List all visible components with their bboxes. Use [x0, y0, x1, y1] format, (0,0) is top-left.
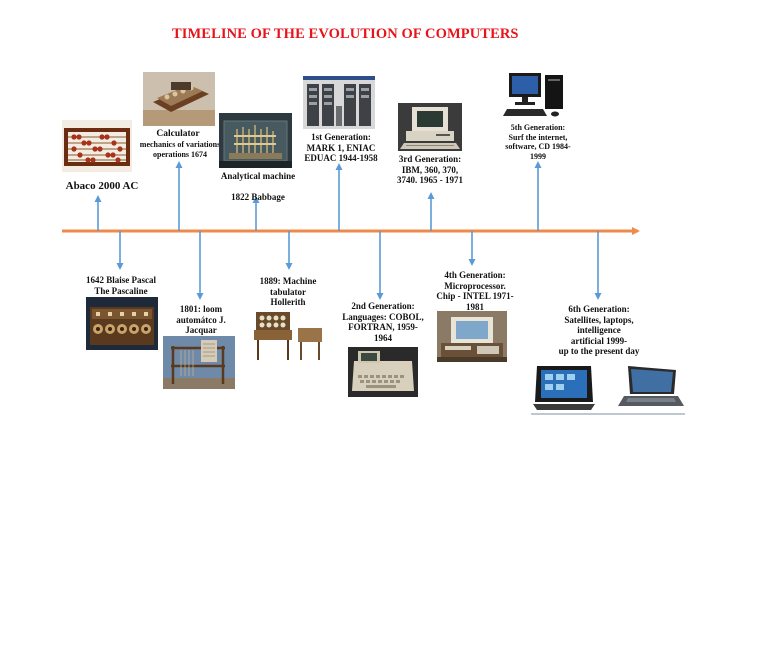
label-abaco: Abaco 2000 AC — [65, 180, 139, 192]
calculator-image — [143, 72, 215, 126]
jacquard-loom-image — [163, 336, 235, 389]
microcomputer-image — [437, 311, 507, 362]
desktop-computer-image — [503, 69, 569, 119]
laptop-image — [618, 364, 684, 410]
tablet-image — [531, 362, 597, 412]
analytical-machine-image — [219, 113, 292, 168]
label-calculator-detail: mechanics of variations operations 1674 — [139, 140, 221, 159]
label-gen2: 2nd Generation: Languages: COBOL, FORTRA… — [342, 301, 424, 343]
label-gen4: 4th Generation: Microprocessor. Chip - I… — [436, 270, 514, 312]
abacus-image — [62, 120, 132, 172]
terminal-image — [348, 347, 418, 397]
label-gen3: 3rd Generation: IBM, 360, 370, 3740. 196… — [397, 154, 463, 185]
label-gen1: 1st Generation: MARK 1, ENIAC EDUAC 1944… — [304, 132, 378, 163]
ibm-pc-image — [398, 103, 462, 151]
label-calculator-title: Calculator — [156, 129, 200, 139]
label-pascal: 1642 Blaise Pascal The Pascaline — [86, 275, 156, 296]
page-title: TIMELINE OF THE EVOLUTION OF COMPUTERS — [172, 26, 519, 42]
pascaline-image — [86, 297, 158, 350]
label-gen5: 5th Generation: Surf the internet, softw… — [505, 123, 571, 161]
label-analytical: Analytical machine 1822 Babbage — [220, 171, 296, 202]
label-gen6: 6th Generation: Satellites, laptops, int… — [558, 304, 640, 356]
mainframe-image — [303, 76, 375, 129]
label-hollerith: 1889: Machine tabulator Hollerith — [259, 276, 317, 307]
tabulator-image — [250, 308, 326, 362]
label-jacquard: 1801: loom automátco J. Jacquar — [176, 304, 226, 335]
